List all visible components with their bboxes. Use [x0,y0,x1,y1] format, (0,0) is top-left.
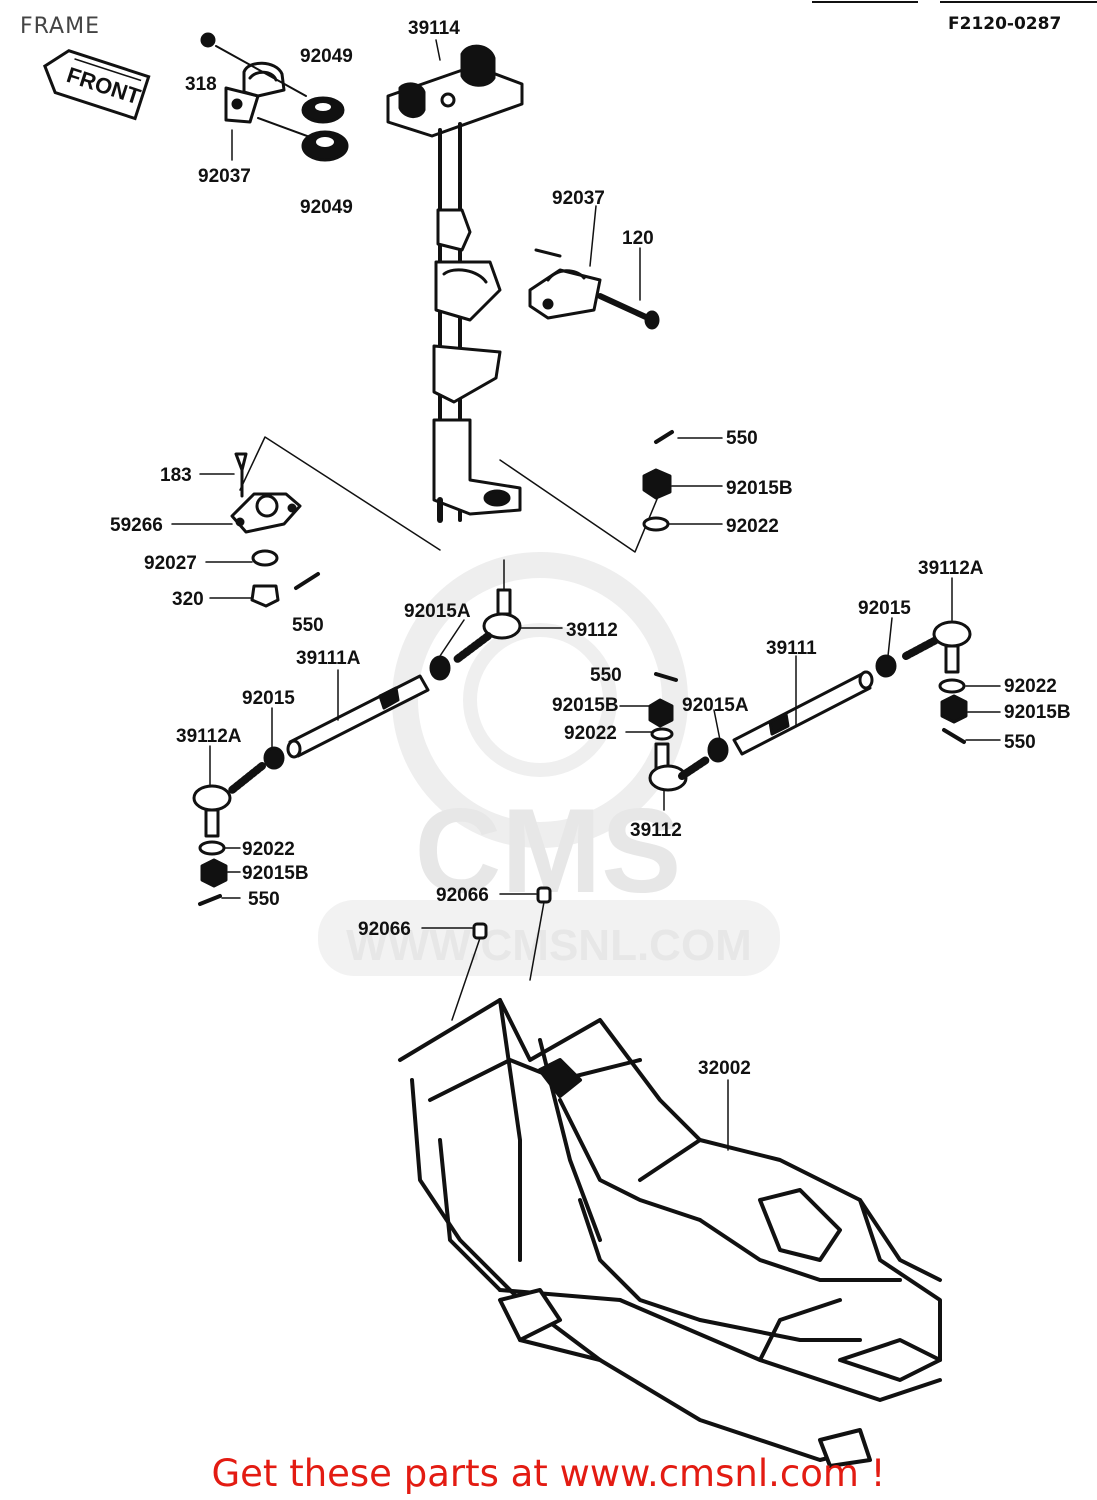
label-leader-lines [171,39,1001,1151]
part-label: 92022 [242,839,295,860]
assembly-guide-lines [239,436,661,553]
part-label: 39111A [296,648,361,669]
part-label: 92049 [300,46,353,67]
part-label: 92037 [198,166,251,187]
tie-rod-end-39112A-right [902,620,972,744]
part-label: 92015B [1004,702,1071,723]
part-label: 92066 [436,885,489,906]
part-label: 92015A [404,601,471,622]
part-label: 92049 [300,197,353,218]
tie-rod-end-39112-upper [429,559,522,681]
part-label: 92037 [552,188,605,209]
part-label: 183 [160,465,192,486]
bearing-holder-59266 [230,452,320,608]
part-label: 92022 [726,516,779,537]
part-label: 39114 [408,18,460,39]
page-title: FRAME [20,14,100,39]
footer-link[interactable]: Get these parts at www.cmsnl.com ! [211,1452,886,1495]
tie-rod-39111 [707,654,897,763]
part-label: 550 [1004,732,1036,753]
diagram-ref-code: F2120-0287 [948,14,1062,34]
tie-rod-39111A [263,674,430,770]
part-label: 92022 [564,723,617,744]
part-label: 92022 [1004,676,1057,697]
part-label: 92015B [552,695,619,716]
part-label: 39112A [918,558,984,579]
top-rule-left [812,1,918,3]
part-label: 550 [292,615,324,636]
part-label: 318 [185,74,217,95]
frame-32002 [398,998,942,1468]
part-label: 320 [172,589,204,610]
part-label: 550 [590,665,622,686]
part-label: 39111 [766,638,817,659]
part-label: 92027 [144,553,197,574]
handlebar-holder-upper [200,32,319,141]
watermark-url: WWW.CMSNL.COM [346,921,752,970]
part-label: 92015 [858,598,911,619]
top-rule-right [940,1,1097,3]
part-label: 92066 [358,919,411,940]
front-direction-arrow: FRONT [42,49,151,121]
bolt-120 [597,293,660,330]
plug-92066 [451,886,552,1021]
handlebar-holder-lower [528,248,602,320]
part-label: 92015 [242,688,295,709]
part-label: 59266 [110,515,163,536]
part-label: 550 [726,428,758,449]
watermark: CMS WWW.CMSNL.COM [318,552,780,976]
part-label: 550 [248,889,280,910]
part-label: 92015B [242,863,309,884]
part-label: 32002 [698,1058,751,1079]
part-label: 39112 [630,820,682,841]
part-label: 92015A [682,695,749,716]
nut-stack-upper-right [642,430,674,532]
part-label: 120 [622,228,654,249]
part-label: 39112 [566,620,618,641]
damper-rubber-92049 [301,96,349,162]
part-label: 39112A [176,726,242,747]
part-number-labels: 318 92049 92049 92037 39114 92037 120 55… [110,18,1071,1079]
tie-rod-end-39112A-left [192,762,266,906]
steering-shaft-39114 [386,44,524,523]
part-label: 92015B [726,478,793,499]
tie-rod-end-39112-lower [648,672,710,792]
